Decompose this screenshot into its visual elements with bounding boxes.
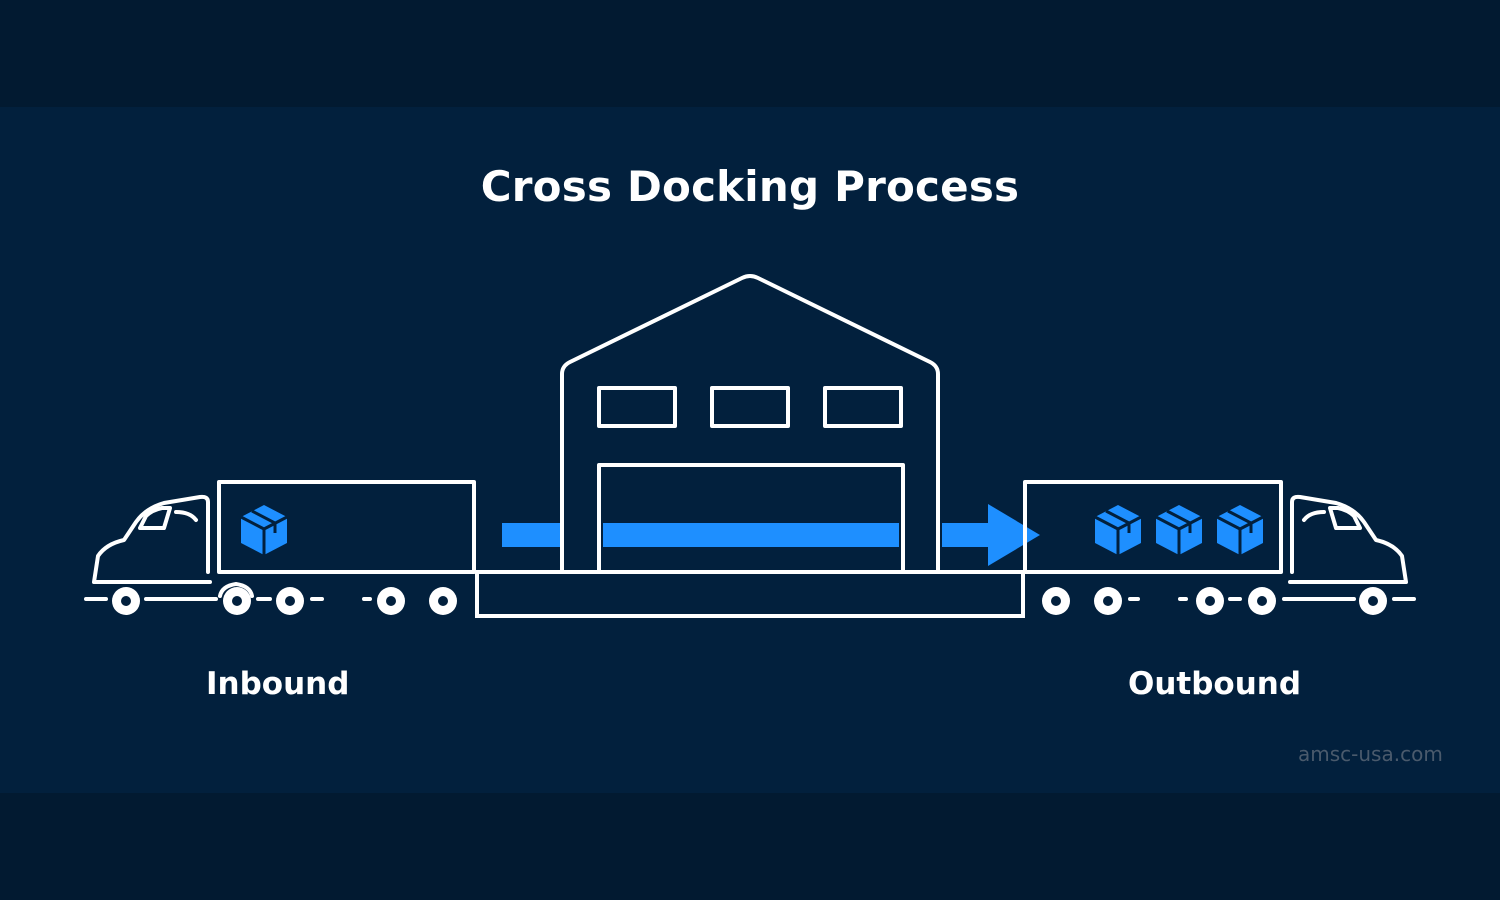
inbound-wheels <box>112 587 457 615</box>
warehouse-window <box>597 386 677 428</box>
trailer <box>217 480 476 574</box>
truck-icon <box>1023 480 1416 601</box>
truck-icon <box>84 480 476 601</box>
truck-cab <box>92 494 212 584</box>
warehouse-window <box>823 386 903 428</box>
diagram-panel <box>0 107 1500 793</box>
trailer <box>1023 480 1283 574</box>
watermark: amsc-usa.com <box>1298 742 1443 766</box>
inbound-label: Inbound <box>206 666 350 702</box>
warehouse-icon <box>560 274 940 572</box>
warehouse-window <box>710 386 790 428</box>
warehouse-door <box>597 463 905 572</box>
box-icon <box>1215 503 1265 557</box>
box-icon <box>1154 503 1204 557</box>
box-icon <box>239 503 289 557</box>
page-title: Cross Docking Process <box>480 162 1020 211</box>
dock-platform <box>475 570 1025 618</box>
box-icon <box>1093 503 1143 557</box>
truck-cab <box>1288 494 1408 584</box>
bottom-band <box>0 793 1500 900</box>
top-band <box>0 0 1500 107</box>
outbound-wheels <box>1042 587 1387 615</box>
outbound-label: Outbound <box>1128 666 1302 702</box>
arrow-right-icon <box>502 504 1040 566</box>
